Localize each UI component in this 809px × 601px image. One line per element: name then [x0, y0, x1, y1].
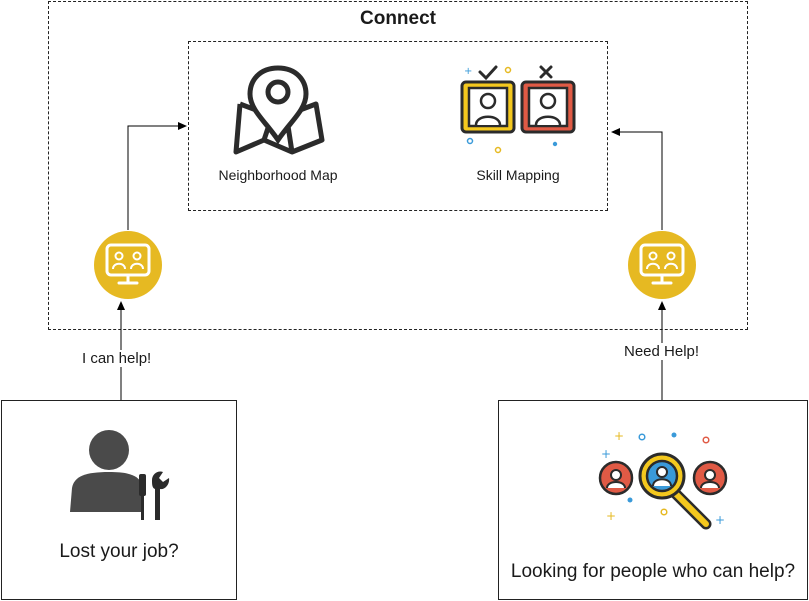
left-monitor-to-features-arrow — [127, 122, 187, 230]
right-monitor-to-features-arrow — [611, 128, 663, 230]
connect-title: Connect — [360, 8, 436, 29]
seeker-label: Looking for people who can help? — [510, 561, 796, 582]
features-container — [188, 41, 608, 211]
seeker-box — [498, 400, 808, 600]
helper-label: Lost your job? — [59, 541, 179, 562]
map-pin-icon — [233, 65, 325, 155]
skill-mapping-label: Skill Mapping — [476, 167, 560, 183]
edge-label-need-help: Need Help! — [622, 343, 702, 360]
svg-text:+: + — [606, 509, 616, 523]
neighborhood-map-label: Neighborhood Map — [218, 167, 338, 183]
person-with-tools-icon — [70, 430, 170, 520]
right-monitor-icon — [628, 231, 696, 299]
svg-text:+: + — [614, 429, 624, 443]
connect-container — [48, 1, 748, 330]
svg-text:+: + — [601, 447, 611, 461]
people-search-icon: + + + + — [598, 429, 728, 530]
svg-text:+: + — [464, 66, 472, 77]
edge-label-i-can-help: I can help! — [80, 350, 154, 367]
skill-mapping-icon: + — [460, 65, 576, 154]
svg-text:+: + — [715, 513, 725, 527]
left-monitor-icon — [94, 231, 162, 299]
